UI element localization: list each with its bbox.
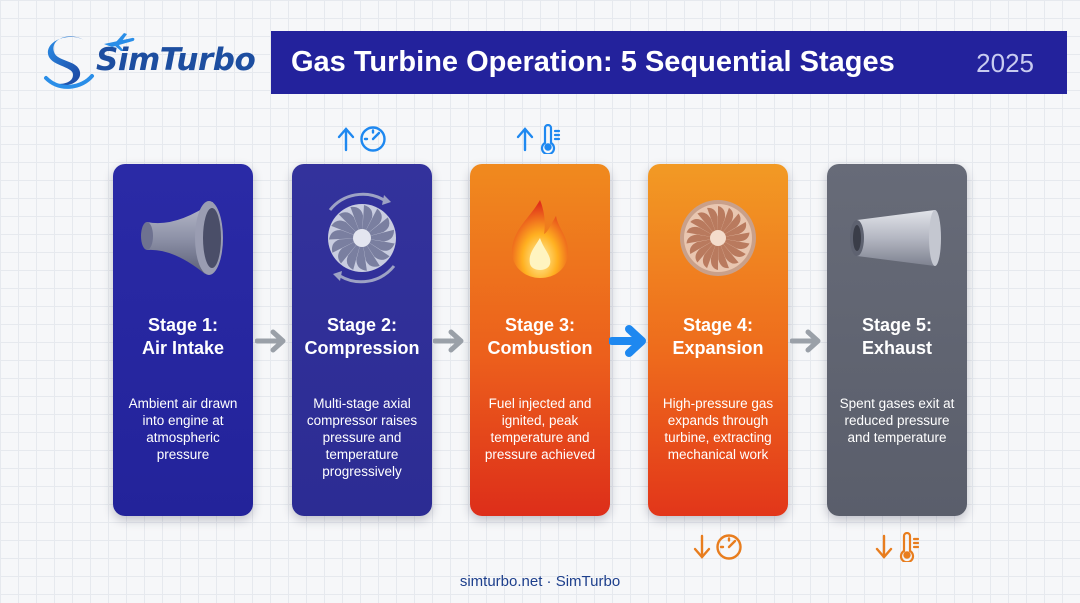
stage-title: Stage 1:Air Intake	[141, 315, 225, 358]
pressure-gauge-icon	[716, 534, 742, 560]
stage-title: Stage 2:Compression	[304, 315, 420, 358]
thermometer-icon	[899, 532, 920, 562]
intake-nozzle-icon	[141, 201, 223, 275]
logo-swoosh-icon	[44, 36, 94, 89]
temperature-decrease-indicator	[875, 532, 920, 562]
temperature-increase-indicator	[516, 124, 561, 154]
header-banner: Gas Turbine Operation: 5 Sequential Stag…	[271, 31, 1067, 94]
stage-description: Ambient air drawn into engine at atmosph…	[128, 396, 238, 462]
brand-name: SimTurbo	[96, 42, 256, 78]
stage-card-air-intake: Stage 1:Air Intake Ambient air drawn int…	[113, 164, 253, 516]
stage-title: Stage 5:Exhaust	[861, 315, 933, 358]
up-arrow-icon	[516, 127, 534, 152]
page-title: Gas Turbine Operation: 5 Sequential Stag…	[291, 46, 895, 78]
header-year: 2025	[976, 48, 1034, 78]
flame-icon	[512, 200, 568, 278]
pressure-gauge-icon	[360, 126, 386, 152]
stage-card-compression: Stage 2:Compression Multi-stage axial co…	[292, 164, 432, 516]
down-arrow-icon	[875, 534, 893, 559]
compressor-fan-icon	[328, 192, 396, 284]
stage-title: Stage 3:Combustion	[487, 315, 593, 358]
flow-arrow-highlighted-icon	[609, 325, 646, 357]
turbine-wheel-icon	[680, 200, 756, 276]
airplane-icon	[104, 33, 135, 51]
stage-description: Spent gases exit at reduced pressure and…	[839, 396, 955, 445]
exhaust-nozzle-icon	[850, 210, 941, 266]
stage-description: Multi-stage axial compressor raises pres…	[306, 396, 418, 479]
footer-credit: simturbo.net · SimTurbo	[459, 573, 621, 590]
stage-card-exhaust: Stage 5:Exhaust Spent gases exit at redu…	[827, 164, 967, 516]
stage-card-combustion: Stage 3:Combustion Fuel injected and ign…	[470, 164, 610, 516]
down-arrow-icon	[693, 534, 711, 559]
flow-arrow-icon	[790, 329, 821, 353]
stage-card-expansion: Stage 4:Expansion High-pressure gas expa…	[648, 164, 788, 516]
flow-arrow-icon	[255, 329, 286, 353]
pressure-increase-indicator	[337, 126, 386, 152]
pressure-decrease-indicator	[693, 534, 742, 560]
up-arrow-icon	[337, 127, 355, 152]
thermometer-icon	[540, 124, 561, 154]
brand-logo: SimTurbo	[40, 30, 270, 94]
stage-description: High-pressure gas expands through turbin…	[662, 396, 774, 462]
flow-arrow-icon	[433, 329, 464, 353]
stage-description: Fuel injected and ignited, peak temperat…	[484, 396, 596, 462]
stage-title: Stage 4:Expansion	[672, 315, 764, 358]
